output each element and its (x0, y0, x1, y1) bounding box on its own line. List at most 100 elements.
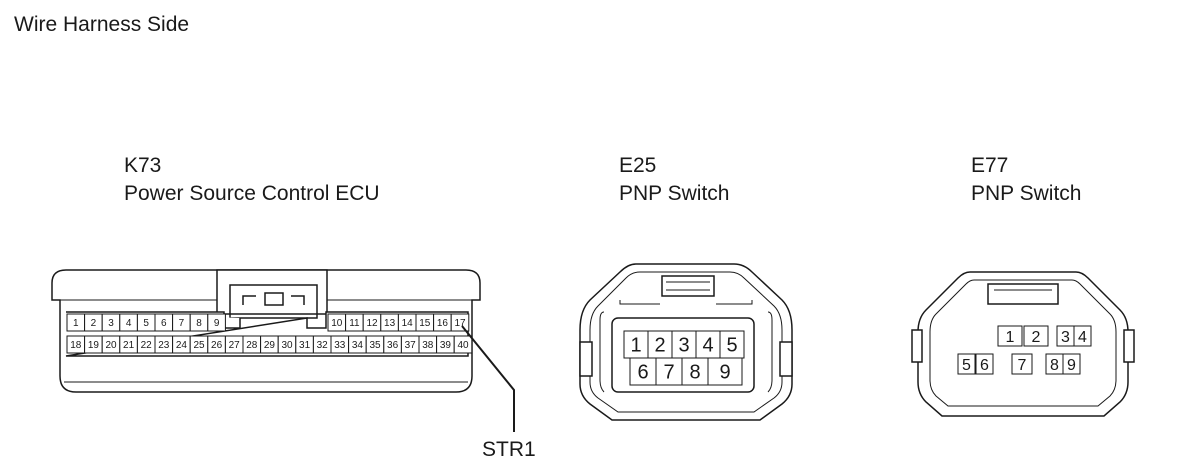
pin-cavity: 36 (383, 335, 402, 354)
pin-cavity: 31 (295, 335, 314, 354)
pin-number: 29 (264, 340, 276, 351)
pin-cavity: 4 (119, 313, 138, 332)
pin-number: 8 (1050, 357, 1059, 374)
pin-number: 11 (349, 318, 360, 329)
pin-cavity: 5 (136, 313, 156, 332)
pin-cavity: 35 (365, 335, 385, 354)
pin-number: 17 (454, 318, 466, 329)
pin-number: 3 (678, 335, 689, 357)
pin-number: 32 (317, 340, 329, 351)
pin-cavity: 8 (1045, 353, 1064, 375)
pin-cavity: 25 (189, 335, 209, 354)
pin-number: 30 (281, 340, 293, 351)
pin-cavity: 6 (154, 313, 174, 332)
pin-number: 9 (214, 318, 220, 329)
pin-cavity: 4 (695, 330, 721, 359)
pin-number: 19 (88, 340, 100, 351)
pin-cavity: 29 (260, 335, 279, 354)
pin-cavity: 26 (207, 335, 226, 354)
pin-number: 27 (229, 340, 241, 351)
pin-number: 12 (366, 318, 378, 329)
pin-cavity: 9 (707, 357, 743, 386)
pin-number: 22 (141, 340, 153, 351)
pin-cavity: 39 (436, 335, 455, 354)
pin-cavity: 6 (975, 353, 994, 375)
pin-cavity: 9 (1062, 353, 1081, 375)
pin-cavity: 7 (172, 313, 191, 332)
connector-label-k73: K73 Power Source Control ECU (124, 152, 380, 208)
pin-number: 15 (419, 318, 431, 329)
pin-cavity: 14 (397, 313, 417, 332)
pin-number: 36 (387, 340, 399, 351)
pin-number: 16 (437, 318, 449, 329)
pin-number: 14 (402, 318, 414, 329)
pin-number: 6 (980, 357, 989, 374)
pin-cavity: 3 (671, 330, 697, 359)
connector-label-e25: E25 PNP Switch (619, 152, 730, 208)
pin-cavity: 22 (136, 335, 156, 354)
pin-cavity: 2 (1023, 325, 1049, 347)
pin-cavity: 9 (207, 313, 226, 332)
pin-number: 9 (719, 362, 730, 384)
pin-cavity: 33 (330, 335, 350, 354)
pin-cavity: 34 (348, 335, 367, 354)
pin-number: 18 (70, 340, 82, 351)
pin-cavity: 10 (327, 313, 347, 332)
connector-name: PNP Switch (619, 182, 730, 205)
pin-cavity: 16 (433, 313, 452, 332)
pin-cavity: 2 (647, 330, 673, 359)
pin-number: 20 (105, 340, 117, 351)
pin-cavity: 2 (84, 313, 103, 332)
pin-cavity: 38 (418, 335, 438, 354)
pin-number: 5 (143, 318, 149, 329)
connector-label-e77: E77 PNP Switch (971, 152, 1082, 208)
pin-number: 26 (211, 340, 223, 351)
pin-number: 3 (108, 318, 114, 329)
pin-cavity: 7 (655, 357, 683, 386)
pin-number: 3 (1061, 329, 1070, 346)
pin-cavity: 7 (1011, 353, 1033, 375)
pin-number: 5 (726, 335, 737, 357)
pin-number: 8 (689, 362, 700, 384)
pin-cavity: 1 (623, 330, 649, 359)
callout-label-str1: STR1 (482, 438, 536, 461)
pin-number: 6 (161, 318, 167, 329)
pin-cavity: 1 (997, 325, 1023, 347)
pin-number: 37 (405, 340, 417, 351)
connector-code: E77 (971, 154, 1009, 177)
pin-number: 1 (73, 318, 79, 329)
pin-number: 8 (196, 318, 202, 329)
pin-number: 24 (176, 340, 188, 351)
pin-cavity: 30 (277, 335, 297, 354)
pin-number: 13 (384, 318, 396, 329)
pin-cavity: 3 (1056, 325, 1075, 347)
pin-number: 2 (654, 335, 665, 357)
pin-number: 31 (299, 340, 311, 351)
pin-number: 34 (352, 340, 364, 351)
pin-cavity: 28 (242, 335, 262, 354)
pin-number: 7 (663, 362, 674, 384)
pin-number: 1 (630, 335, 641, 357)
pin-cavity: 5 (719, 330, 745, 359)
pin-cavity: 12 (362, 313, 382, 332)
connector-name: PNP Switch (971, 182, 1082, 205)
pin-number: 25 (193, 340, 205, 351)
pin-cavity: 40 (453, 335, 473, 354)
pin-cavity: 4 (1073, 325, 1092, 347)
pin-cavity: 3 (101, 313, 121, 332)
callout-line-str1 (461, 325, 515, 432)
connector-code: K73 (124, 154, 162, 177)
connector-code: E25 (619, 154, 657, 177)
pin-cavity: 18 (66, 335, 86, 354)
pin-number: 5 (962, 357, 971, 374)
pin-cavity: 6 (629, 357, 657, 386)
pin-number: 23 (158, 340, 170, 351)
page-title: Wire Harness Side (14, 13, 190, 36)
pin-cavity: 37 (400, 335, 420, 354)
pin-cavity: 15 (415, 313, 435, 332)
pin-number: 4 (702, 335, 713, 357)
pin-cavity: 1 (66, 313, 86, 332)
pin-cavity: 8 (681, 357, 709, 386)
